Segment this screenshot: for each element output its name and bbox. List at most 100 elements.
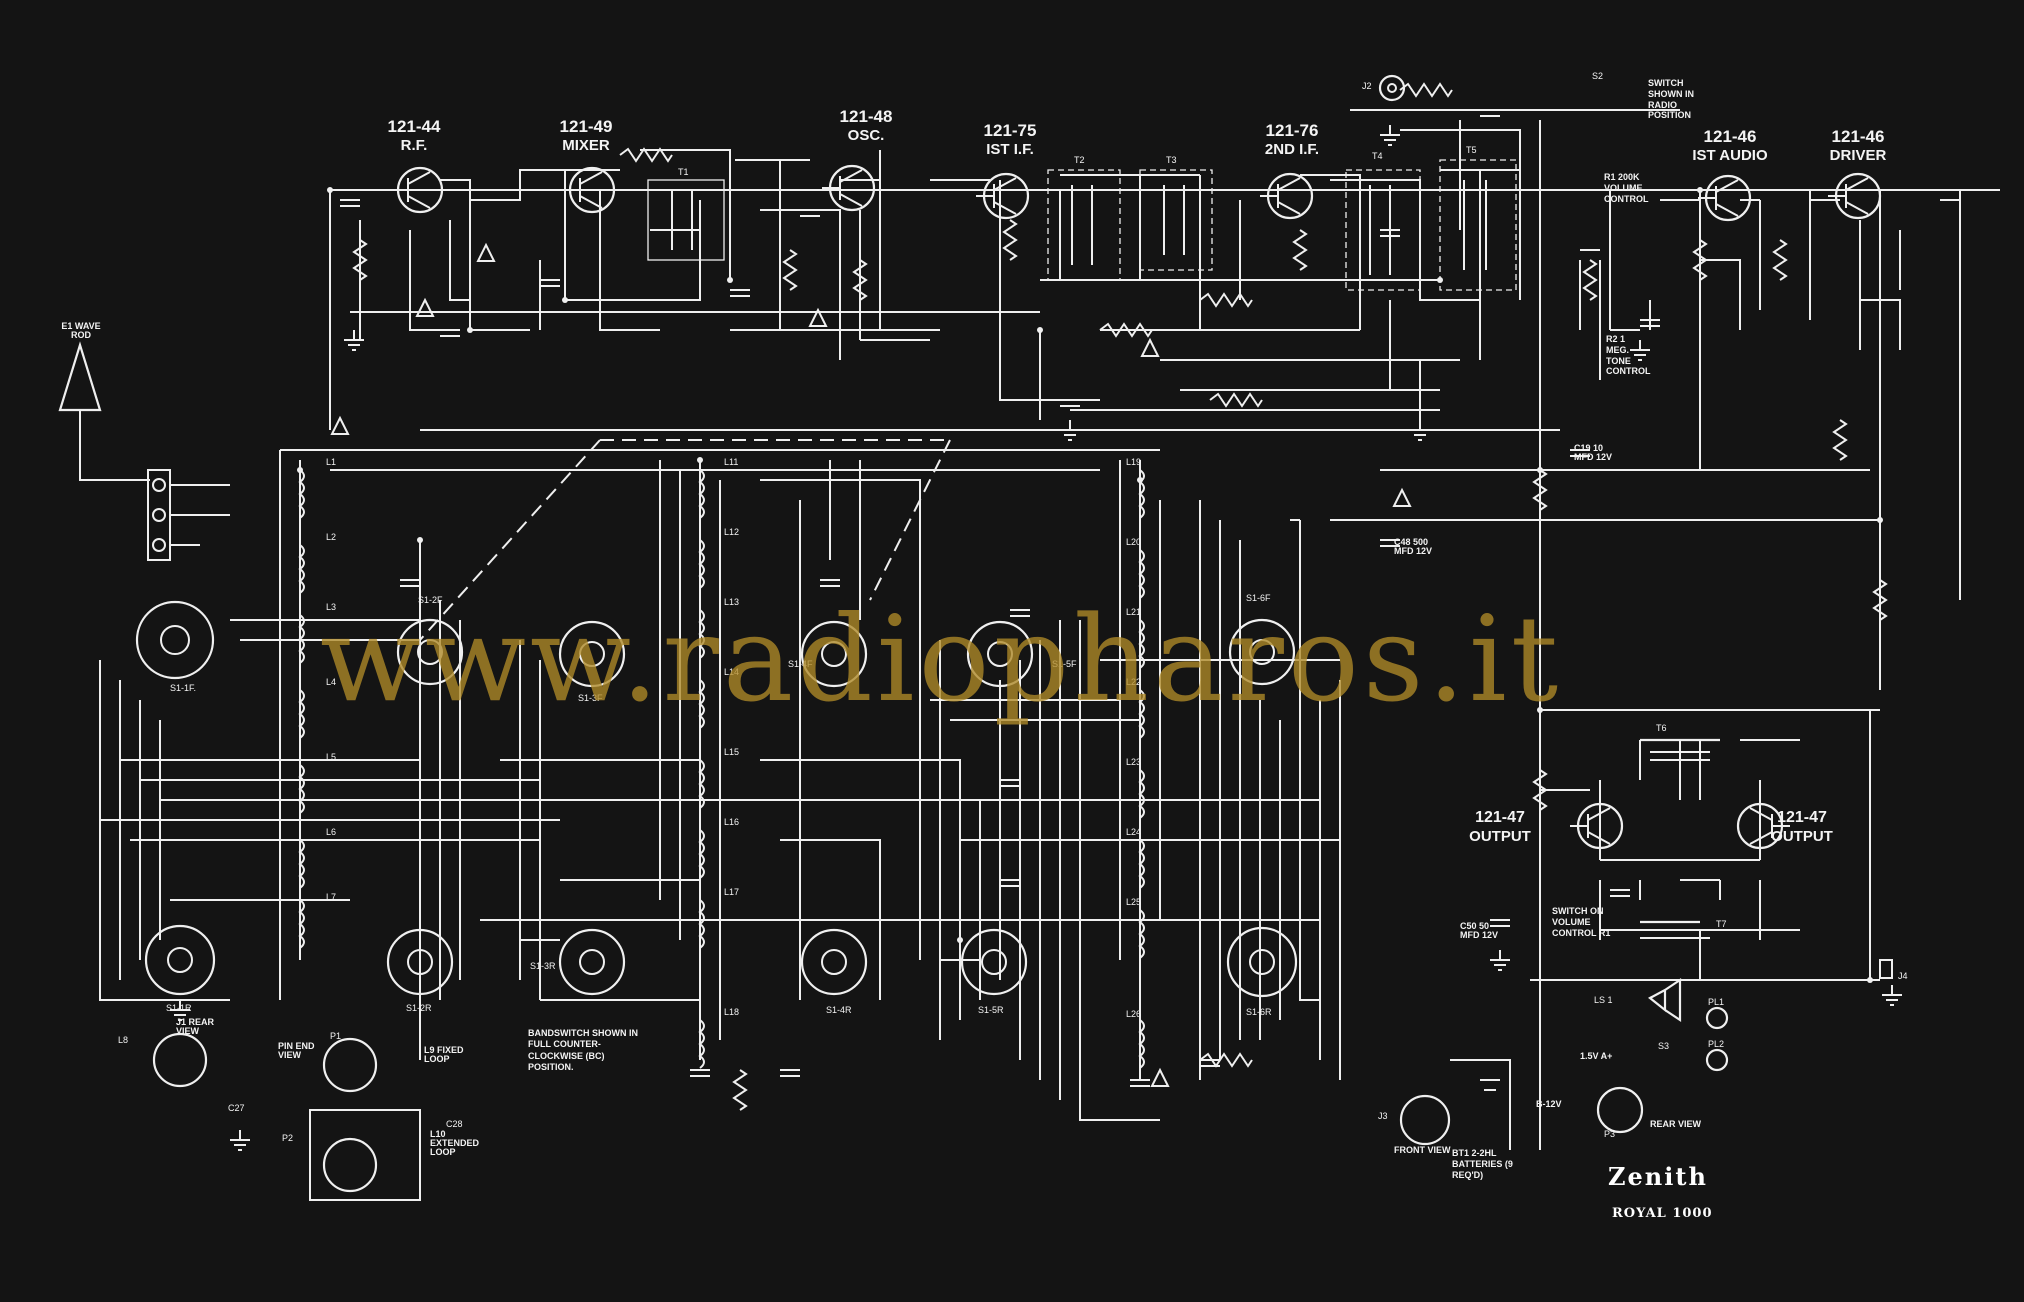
note-triangles: [330, 242, 1412, 1087]
coil-ladder-1: [298, 460, 305, 950]
cap-c19-label: C19 10 MFD 12V: [1574, 443, 1613, 462]
model-name: ROYAL 1000: [1612, 1206, 1713, 1221]
volume-switch-note: SWITCH ON VOLUME CONTROL R1: [1552, 906, 1611, 938]
switch-label-s1-4f: S1-4F: [788, 659, 813, 669]
coil-label-l7: L7: [326, 892, 337, 902]
coil-label-l20: L20: [1126, 537, 1142, 547]
coil-l8-label: L8: [118, 1035, 129, 1045]
switch-wafer-s1-2r: [386, 928, 454, 996]
extended-loop-label: L10 EXTENDED LOOP: [430, 1129, 480, 1157]
jack-j2-label: J2: [1362, 81, 1372, 91]
wave-rod-antenna: [58, 341, 230, 561]
transistor-q5: [1260, 172, 1314, 220]
transformer-label-t3: T3: [1166, 155, 1177, 165]
transformer-label-t7: T7: [1716, 919, 1727, 929]
switch-wafer-s1-5r: [960, 928, 1028, 996]
volume-control-label: R1 200K VOLUME CONTROL: [1604, 172, 1649, 204]
coil-label-l14: L14: [724, 667, 740, 677]
switch-label-s1-6r: S1-6R: [1246, 1007, 1272, 1017]
coil-label-l26: L26: [1126, 1009, 1142, 1019]
switch-wafer-s1-4f: [800, 620, 868, 688]
coil-label-l21: L21: [1126, 607, 1142, 617]
transistor-q3: [822, 164, 876, 212]
coil-label-l6: L6: [326, 827, 337, 837]
plug-p2-label: P2: [282, 1133, 294, 1143]
coil-label-l2: L2: [326, 532, 337, 542]
jack-j1-label: J1 REAR VIEW: [176, 1017, 215, 1036]
coil-label-l3: L3: [326, 602, 337, 612]
supply-rails: [329, 109, 2000, 1150]
coil-label-l17: L17: [724, 887, 740, 897]
coil-label-l13: L13: [724, 597, 740, 607]
switch-label-s1-1r: S1-1R: [166, 1003, 192, 1013]
coil-label-l4: L4: [326, 677, 337, 687]
coil-label-l5: L5: [326, 752, 337, 762]
front-view-label: FRONT VIEW: [1394, 1145, 1451, 1155]
transformer-t5: [1439, 159, 1517, 291]
transistor-q6: [1698, 174, 1752, 222]
switch-label-s1-2r: S1-2R: [406, 1003, 432, 1013]
band-switch-wiring: [99, 449, 1341, 1121]
supply-12v-label: B-12V: [1536, 1099, 1562, 1109]
coil-label-l19: L19: [1126, 457, 1142, 467]
switch-wafer-s1-4r: [800, 928, 868, 996]
switch-label-s1-4r: S1-4R: [826, 1005, 852, 1015]
transformer-t7: [1640, 920, 1710, 939]
coil-label-l12: L12: [724, 527, 740, 537]
coil-label-l18: L18: [724, 1007, 740, 1017]
resistors: [352, 82, 1888, 1111]
cap-c28-label: C28: [446, 1119, 463, 1129]
switch-label-s1-6f: S1-6F: [1246, 593, 1271, 603]
transformer-label-t1: T1: [678, 167, 689, 177]
pilot-lamp-pl2-label: PL2: [1708, 1039, 1725, 1049]
bandswitch-note: BANDSWITCH SHOWN IN FULL COUNTER- CLOCKW…: [528, 1028, 638, 1072]
coil-label-l24: L24: [1126, 827, 1142, 837]
transformer-t3: [1139, 169, 1213, 271]
transformer-label-t4: T4: [1372, 151, 1383, 161]
switch-wafer-s1-1f: [135, 600, 215, 680]
transistor-q1: [390, 166, 444, 214]
switch-s2-label: S2: [1592, 71, 1604, 81]
wave-rod-label: E1 WAVE ROD: [61, 321, 101, 340]
bandswitch-mechanical-link: [419, 439, 951, 641]
switch-label-s1-5f: S1-5F: [1052, 659, 1077, 669]
coil-ladder-3: [1138, 460, 1145, 1080]
switch-label-s1-3f: S1-3F: [578, 693, 603, 703]
transistor-q4: [976, 172, 1030, 220]
switch-wafer-s1-5f: [966, 620, 1034, 688]
transformer-t2: [1047, 169, 1121, 281]
transistor-q9: [1736, 802, 1790, 850]
output-stage: [1539, 710, 1800, 980]
transformer-t6: [1640, 738, 1720, 761]
switch-s3-label: S3: [1658, 1041, 1670, 1051]
coil-label-l15: L15: [724, 747, 740, 757]
cap-c48-label: C48 500 MFD 12V: [1394, 537, 1433, 556]
tone-control-label: R2 1 MEG. TONE CONTROL: [1606, 334, 1651, 377]
rear-view-label: REAR VIEW: [1650, 1119, 1702, 1129]
if-strip: [1000, 120, 1521, 420]
transformer-t1: [647, 179, 725, 261]
switch-wafer-s1-6r: [1226, 926, 1298, 998]
coil-ladder-2: [698, 460, 705, 1069]
batteries-label: BT1 2-2HL BATTERIES (9 REQ'D): [1452, 1148, 1513, 1180]
rf-front-end: [330, 149, 1100, 401]
coil-label-l1: L1: [326, 457, 337, 467]
switch-position-note: SWITCH SHOWN IN RADIO POSITION: [1648, 78, 1694, 121]
coil-label-l11: L11: [724, 457, 739, 467]
switch-wafer-s1-1r: [144, 924, 216, 996]
transformer-label-t2: T2: [1074, 155, 1085, 165]
junction-dots: [297, 187, 1883, 983]
ground-symbols: [170, 125, 1902, 1151]
jack-j4-label: J4: [1898, 971, 1908, 981]
coil-label-l25: L25: [1126, 897, 1142, 907]
switch-label-s1-2f: S1-2F: [418, 595, 443, 605]
coil-label-l16: L16: [724, 817, 740, 827]
cap-c50-label: C50 50 MFD 12V: [1460, 921, 1499, 940]
